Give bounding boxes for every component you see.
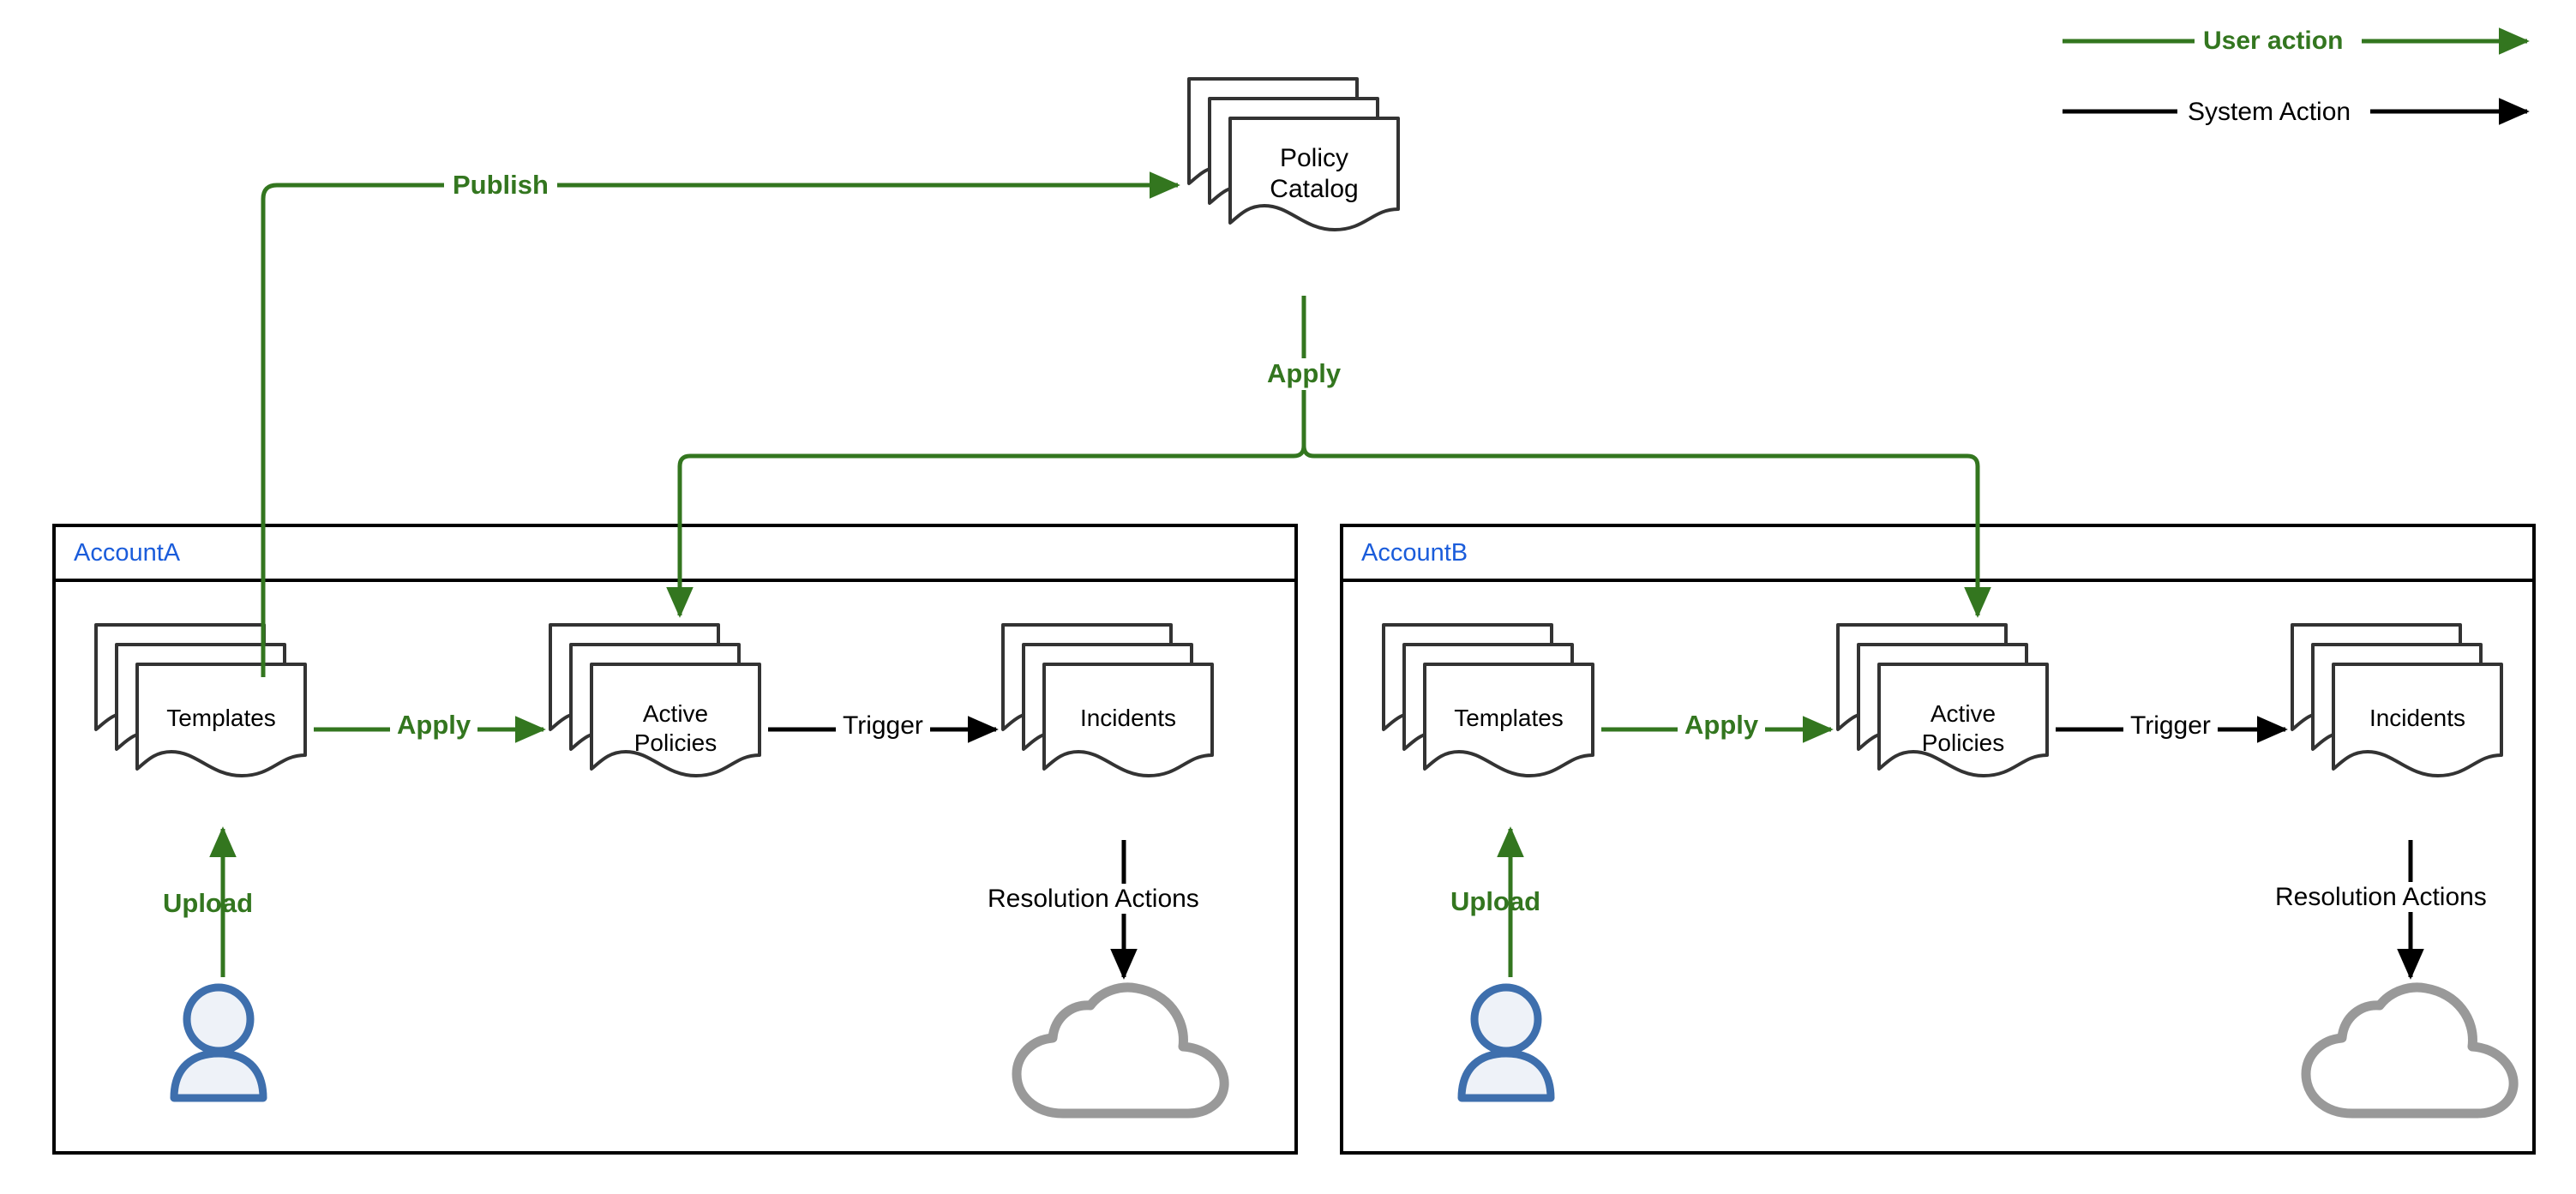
connector-label-trigger-b: Trigger (2123, 711, 2218, 741)
connector-label-resolution-actions-a: Resolution Actions (981, 884, 1206, 915)
connector-label-resolution-actions-b: Resolution Actions (2268, 882, 2494, 913)
legend-label-system-action: System Action (2188, 98, 2351, 126)
connector-label-upload-a: Upload (163, 888, 254, 918)
legend-label-user-action: User action (2203, 27, 2344, 55)
connector-label-trigger-a: Trigger (836, 711, 930, 741)
connector-label-apply-central: Apply (1260, 358, 1348, 390)
connector-apply-to-accountB (1301, 296, 1991, 618)
policy-catalog-shape (1187, 77, 1400, 231)
connector-label-apply-a: Apply (390, 710, 478, 741)
connector-publish (261, 171, 1180, 677)
account-title-accountA: AccountA (74, 539, 181, 567)
connector-label-apply-b: Apply (1678, 710, 1766, 741)
connector-label-publish: Publish (444, 170, 557, 201)
connector-label-upload-b: Upload (1450, 886, 1541, 916)
account-title-accountB: AccountB (1361, 539, 1468, 567)
